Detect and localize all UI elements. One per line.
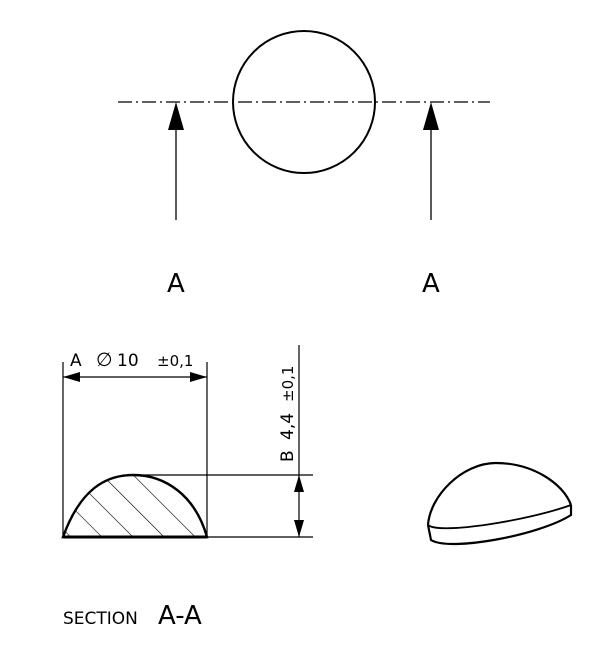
diameter-tolerance: ±0,1 [157,352,193,370]
diameter-value: 10 [117,351,139,371]
section-arrow-right [423,102,439,220]
height-dimension-line [294,475,304,537]
section-marker-right: A [422,269,440,299]
section-arrow-left [168,102,184,220]
height-datum-label: B [278,450,298,462]
section-marker-left: A [167,269,185,299]
isometric-dome [426,461,573,546]
top-view-circle [232,30,376,174]
diameter-datum-label: A [70,351,82,371]
height-value: 4,4 [278,413,298,440]
height-tolerance: ±0,1 [279,366,297,402]
section-hatching [63,475,207,537]
section-label-prefix: SECTION [63,609,138,629]
diameter-dimension-line [63,372,207,382]
section-label-name: A-A [158,601,202,631]
height-dimension-text: B 4,4 ±0,1 [278,366,298,462]
diameter-symbol: ∅ [96,349,113,371]
